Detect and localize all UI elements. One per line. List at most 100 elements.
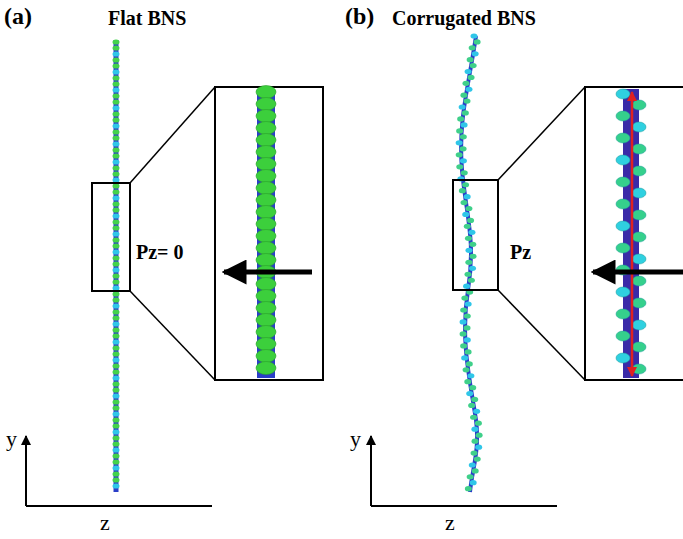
inset-box <box>585 87 683 380</box>
orbital-blob <box>113 159 120 164</box>
orbital-blob <box>460 319 467 324</box>
orbital-blob <box>616 331 630 341</box>
orbital-blob <box>113 213 120 218</box>
orbital-blob <box>113 117 120 122</box>
orbital-blob <box>113 189 120 194</box>
orbital-blob <box>632 166 646 176</box>
orbital-blob <box>465 87 472 92</box>
orbital-blob <box>113 141 120 146</box>
orbital-blob <box>113 45 120 50</box>
orbital-blob <box>113 273 120 278</box>
orbital-blob <box>113 339 120 344</box>
orbital-blob <box>632 320 646 330</box>
panel-letter: (a) <box>4 4 32 28</box>
orbital-blob <box>463 367 470 372</box>
orbital-blob <box>113 63 120 68</box>
orbital-blob <box>632 276 646 286</box>
orbital-blob <box>256 254 276 267</box>
orbital-blob <box>113 315 120 320</box>
inset-sheet <box>257 89 275 378</box>
orbital-blob <box>113 375 120 380</box>
orbital-blob <box>632 254 646 264</box>
orbital-blob <box>113 177 120 182</box>
orbital-blob <box>469 45 476 50</box>
orbital-blob <box>113 147 120 152</box>
orbital-blob <box>462 110 469 115</box>
orbital-blob <box>475 421 482 426</box>
orbital-blob <box>113 417 120 422</box>
zoom-line <box>130 87 215 183</box>
zoom-line <box>498 87 585 180</box>
orbital-blob <box>461 200 468 205</box>
orbital-blob <box>113 255 120 260</box>
orbital-blob <box>465 486 472 491</box>
orbital-blob <box>468 230 475 235</box>
orbital-blob <box>113 297 120 302</box>
orbital-blob <box>456 164 463 169</box>
orbital-blob <box>113 483 120 488</box>
orbital-blob <box>632 298 646 308</box>
orbital-blob <box>632 232 646 242</box>
orbital-blob <box>467 474 474 479</box>
orbital-blob <box>113 249 120 254</box>
orbital-blob <box>256 230 276 243</box>
field-arrow <box>593 270 683 275</box>
orbital-blob <box>466 361 473 366</box>
orbital-blob <box>256 302 276 315</box>
orbital-blob <box>462 182 469 187</box>
orbital-blob <box>472 439 479 444</box>
orbital-blob <box>113 267 120 272</box>
orbital-blob <box>465 236 472 241</box>
orbital-blob <box>632 364 646 374</box>
orbital-blob <box>256 98 276 111</box>
orbital-blob <box>256 134 276 147</box>
orbital-blob <box>256 146 276 159</box>
orbital-blob <box>461 295 468 300</box>
orbital-blob <box>465 301 472 306</box>
orbital-blob <box>459 104 466 109</box>
orbital-blob <box>464 337 471 342</box>
orbital-blob <box>256 350 276 363</box>
orbital-blob <box>113 459 120 464</box>
orbital-blob <box>460 331 467 336</box>
orbital-blob <box>616 133 630 143</box>
orbital-blob <box>113 261 120 266</box>
panel-title: Corrugated BNS <box>392 8 536 28</box>
orbital-blob <box>113 411 120 416</box>
zoom-line <box>498 290 585 380</box>
orbital-blob <box>632 188 646 198</box>
orbital-blob <box>468 75 475 80</box>
orbital-blob <box>256 326 276 339</box>
orbital-blob <box>113 405 120 410</box>
orbital-blob <box>460 134 467 139</box>
sheet-line <box>461 36 477 492</box>
orbital-blob <box>464 98 471 103</box>
orbital-blob <box>616 155 630 165</box>
orbital-blob <box>616 287 630 297</box>
orbital-blob <box>113 345 120 350</box>
corrugated-sheet <box>456 33 483 492</box>
orbital-blob <box>113 207 120 212</box>
orbital-blob <box>476 433 483 438</box>
orbital-blob <box>463 284 470 289</box>
orbital-blob <box>256 170 276 183</box>
orbital-blob <box>113 471 120 476</box>
flat-sheet <box>113 39 120 492</box>
orbital-blob <box>467 373 474 378</box>
orbital-blob <box>460 146 467 151</box>
orbital-blob <box>113 57 120 62</box>
orbital-blob <box>256 158 276 171</box>
orbital-blob <box>113 201 120 206</box>
orbital-blob <box>113 75 120 80</box>
orbital-blob <box>113 363 120 368</box>
orbital-blob <box>113 387 120 392</box>
orbital-blob <box>464 325 471 330</box>
axes <box>26 436 557 506</box>
orbital-blob <box>113 309 120 314</box>
orbital-blob <box>462 212 469 217</box>
orbital-blob <box>256 362 276 375</box>
orbital-blob <box>256 278 276 291</box>
orbital-blob <box>113 321 120 326</box>
orbital-blob <box>465 69 472 74</box>
orbital-blob <box>456 128 463 133</box>
